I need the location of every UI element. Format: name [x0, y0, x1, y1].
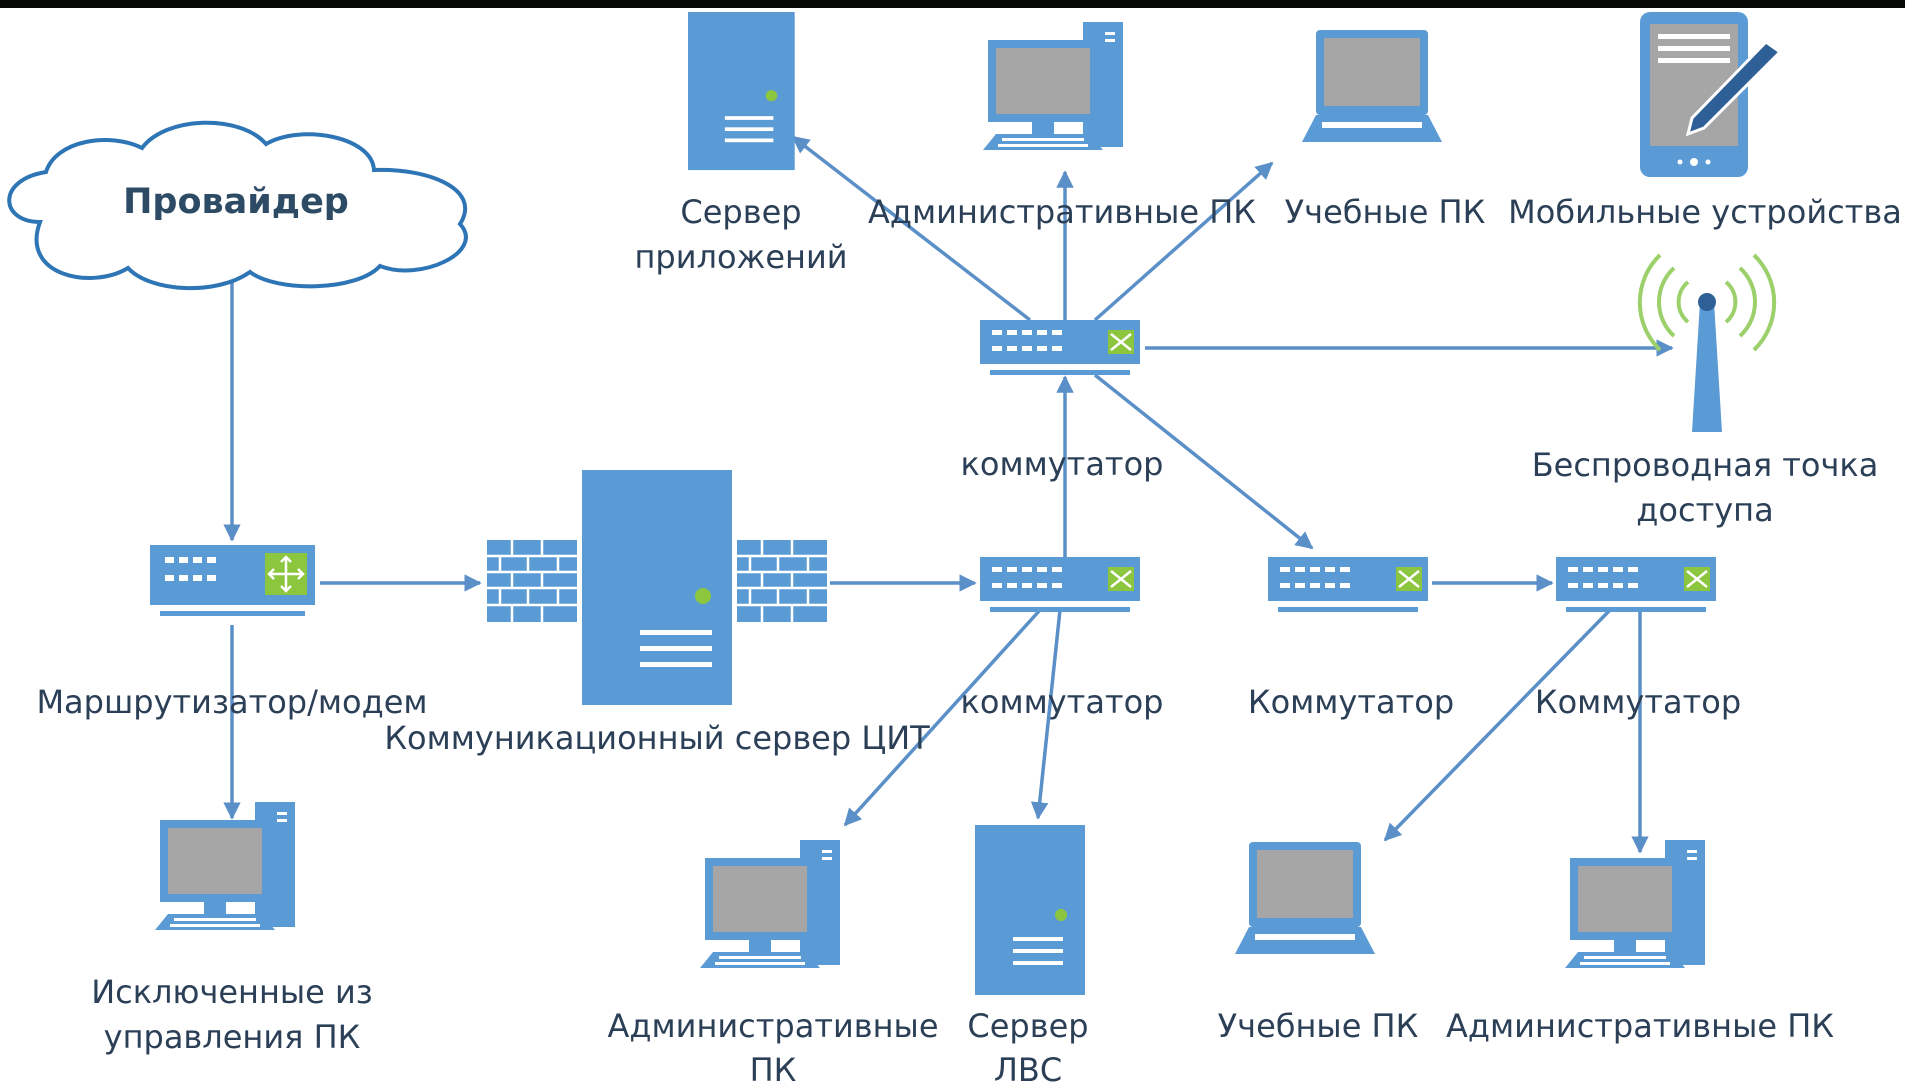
wifi-access-point-icon: [1637, 253, 1777, 432]
switch-mid-label: Коммутатор: [1247, 683, 1455, 721]
switch-center-icon: [978, 555, 1142, 614]
mobile-label: Мобильные устройства: [1508, 193, 1902, 231]
switch-center-label: коммутатор: [960, 683, 1164, 721]
firewall-right-icon: [737, 540, 827, 622]
app-server-icon: [688, 12, 795, 171]
admin-pc-bottom-icon: [700, 840, 840, 968]
admin-pc-bottom-right-icon: [1565, 840, 1705, 968]
comm-server-icon: [487, 470, 827, 705]
lan-server-icon: [975, 825, 1085, 995]
link-switch-lan-server: [1030, 609, 1062, 820]
link-switch-switch-mid: [1093, 373, 1314, 550]
app-server-label-line1: Сервер: [680, 193, 802, 231]
provider-cloud: [7, 120, 468, 290]
admin-pc-top-label: Административные ПК: [868, 193, 1256, 231]
edu-pc-bottom-label: Учебные ПК: [1217, 1007, 1419, 1045]
edu-pc-top-label: Учебные ПК: [1284, 193, 1486, 231]
connections: [223, 135, 1674, 854]
switch-right-label: Коммутатор: [1534, 683, 1742, 721]
app-server-label-line2: приложений: [634, 238, 848, 276]
top-bar: [0, 0, 1905, 8]
lan-server-label-line2: ЛВС: [993, 1051, 1063, 1087]
edu-pc-bottom-icon: [1235, 842, 1375, 954]
switch-top-label: коммутатор: [960, 445, 1164, 483]
admin-pc-top-icon: [983, 22, 1123, 150]
excluded-pc-label-line1: Исключенные из: [91, 973, 373, 1011]
router-label: Маршрутизатор/модем: [36, 683, 428, 721]
admin-pc-bottom-label-line1: Административные: [607, 1007, 939, 1045]
cloud-label: Провайдер: [123, 182, 349, 222]
link-switch-edu-pc-top: [1093, 161, 1274, 322]
excluded-pc-label-line2: управления ПК: [103, 1018, 361, 1056]
edu-pc-top-icon: [1302, 30, 1442, 142]
router-icon: [148, 543, 317, 618]
switch-mid-icon: [1266, 555, 1430, 614]
comm-server-label: Коммуникационный сервер ЦИТ: [384, 719, 930, 757]
admin-pc-bottom-right-label: Административные ПК: [1446, 1007, 1834, 1045]
switch-top-icon: [978, 318, 1142, 377]
link-switch-admin-pc-bottom: [843, 608, 1042, 827]
mobile-device-icon: [1640, 12, 1783, 177]
lan-server-label-line1: Сервер: [967, 1007, 1089, 1045]
link-switch-right-edu-pc: [1383, 608, 1612, 842]
wifi-label-line2: доступа: [1636, 491, 1774, 529]
excluded-pc-icon: [155, 802, 295, 930]
firewall-left-icon: [487, 540, 577, 622]
link-switch-app-server: [791, 135, 1032, 322]
admin-pc-bottom-label-line2: ПК: [749, 1051, 797, 1087]
wifi-label-line1: Беспроводная точка: [1531, 446, 1879, 484]
switch-right-icon: [1554, 555, 1718, 614]
